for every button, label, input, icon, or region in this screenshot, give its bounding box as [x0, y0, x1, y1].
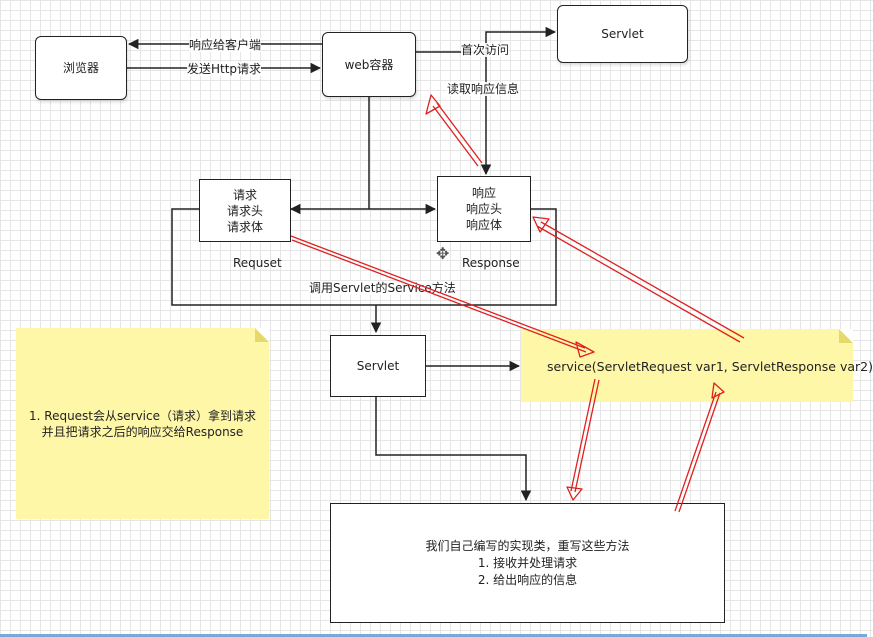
- edge-first-access: [416, 26, 557, 53]
- bottom-border: [0, 634, 867, 637]
- move-cursor-icon: ✥: [436, 244, 450, 263]
- response-node: 响应 响应头 响应体: [437, 176, 531, 242]
- request-node: 请求 请求头 请求体: [199, 179, 291, 242]
- label-respond-to-client: 响应给客户端: [189, 38, 262, 52]
- note-fold-corner: [255, 328, 269, 342]
- annotation-arrow-up: [674, 382, 725, 513]
- annotation-arrow-to-response: [532, 216, 745, 343]
- service-note-fold-corner: [839, 329, 853, 343]
- left-note-line-2: 并且把请求之后的响应交给Response: [41, 425, 244, 439]
- servlet-mid-node: Servlet: [330, 335, 426, 397]
- annotation-arrow-down: [566, 378, 600, 501]
- response-header-line: 响应头: [465, 202, 502, 216]
- impl-step-2: 2. 给出响应的信息: [477, 572, 578, 587]
- request-line: 请求: [232, 187, 257, 202]
- edge-servlet-impl: [375, 397, 532, 502]
- label-send-http: 发送Http请求: [187, 62, 262, 76]
- annotation-arrow-read: [425, 94, 483, 167]
- implementation-node: 我们自己编写的实现类，重写这些方法 1. 接收并处理请求 2. 给出响应的信息: [330, 503, 725, 623]
- web-container-node: web容器: [322, 32, 416, 97]
- left-note: 1. Request会从service（请求）拿到请求 并且把请求之后的响应交给…: [16, 328, 269, 519]
- label-requset: Requset: [233, 256, 282, 270]
- browser-node: 浏览器: [35, 36, 127, 100]
- request-body-line: 请求体: [226, 219, 263, 234]
- servlet-top-node: Servlet: [557, 5, 688, 63]
- left-note-line-1: 1. Request会从service（请求）拿到请求: [29, 409, 256, 423]
- label-response: Response: [462, 256, 520, 270]
- response-line: 响应: [471, 186, 496, 200]
- label-first-access: 首次访问: [461, 43, 510, 57]
- impl-step-1: 1. 接收并处理请求: [477, 555, 578, 570]
- impl-title: 我们自己编写的实现类，重写这些方法: [425, 538, 630, 553]
- label-read-response: 读取响应信息: [447, 82, 520, 96]
- response-body-line: 响应体: [465, 218, 502, 232]
- servlet-mid-label: Servlet: [356, 359, 400, 373]
- edge-service-bracket: [171, 208, 557, 306]
- web-container-label: web容器: [344, 57, 394, 72]
- browser-label: 浏览器: [62, 61, 99, 75]
- annotation-arrow-request: [290, 235, 595, 358]
- servlet-top-label: Servlet: [601, 27, 644, 41]
- request-header-line: 请求头: [226, 203, 263, 218]
- service-note: service(ServletRequest var1, ServletResp…: [521, 329, 873, 402]
- service-signature: service(ServletRequest var1, ServletResp…: [547, 359, 873, 374]
